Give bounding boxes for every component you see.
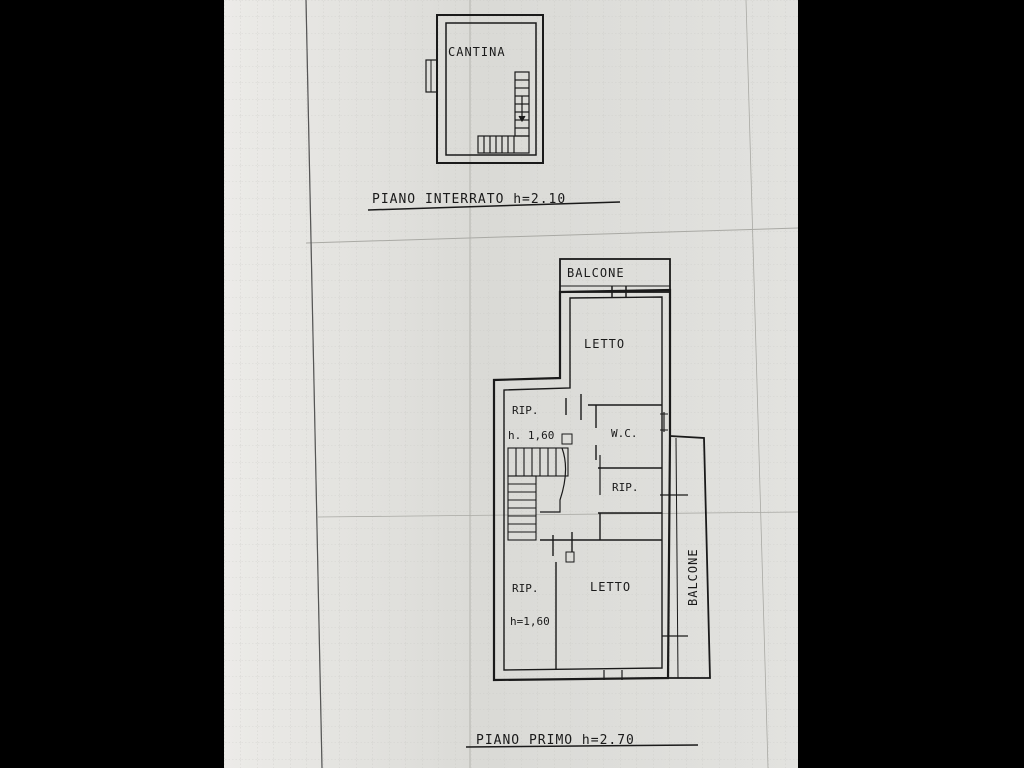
floor-plan-drawing: CANTINA PIANO INTERRATO h=2.10 xyxy=(224,0,798,768)
label-rip-lower: RIP. xyxy=(512,582,539,595)
label-letto-upper: LETTO xyxy=(584,337,625,351)
title-underline-interrato xyxy=(367,201,621,211)
graph-paper-grid xyxy=(224,0,798,768)
cantina-plan xyxy=(425,14,544,164)
label-letto-lower: LETTO xyxy=(590,580,631,594)
label-balcone-top: BALCONE xyxy=(567,266,625,280)
label-wc: W.C. xyxy=(611,427,638,440)
label-rip-upper: RIP. xyxy=(512,404,539,417)
title-piano-interrato: PIANO INTERRATO h=2.10 xyxy=(372,192,566,207)
floor-plan-sheet: CANTINA PIANO INTERRATO h=2.10 xyxy=(224,0,798,768)
label-rip-lower-height: h=1,60 xyxy=(510,615,550,628)
cantina-stairs xyxy=(477,71,530,154)
label-balcone-side: BALCONE xyxy=(686,548,700,606)
label-rip-middle: RIP. xyxy=(612,481,639,494)
label-rip-upper-height: h. 1,60 xyxy=(508,429,554,442)
title-underline-primo xyxy=(465,744,699,748)
first-floor-plan xyxy=(492,258,711,682)
sheet-border-line xyxy=(305,0,323,768)
side-balcony xyxy=(660,435,711,679)
label-cantina: CANTINA xyxy=(448,45,506,59)
first-floor-stairs xyxy=(507,433,573,541)
title-piano-primo: PIANO PRIMO h=2.70 xyxy=(476,733,635,748)
